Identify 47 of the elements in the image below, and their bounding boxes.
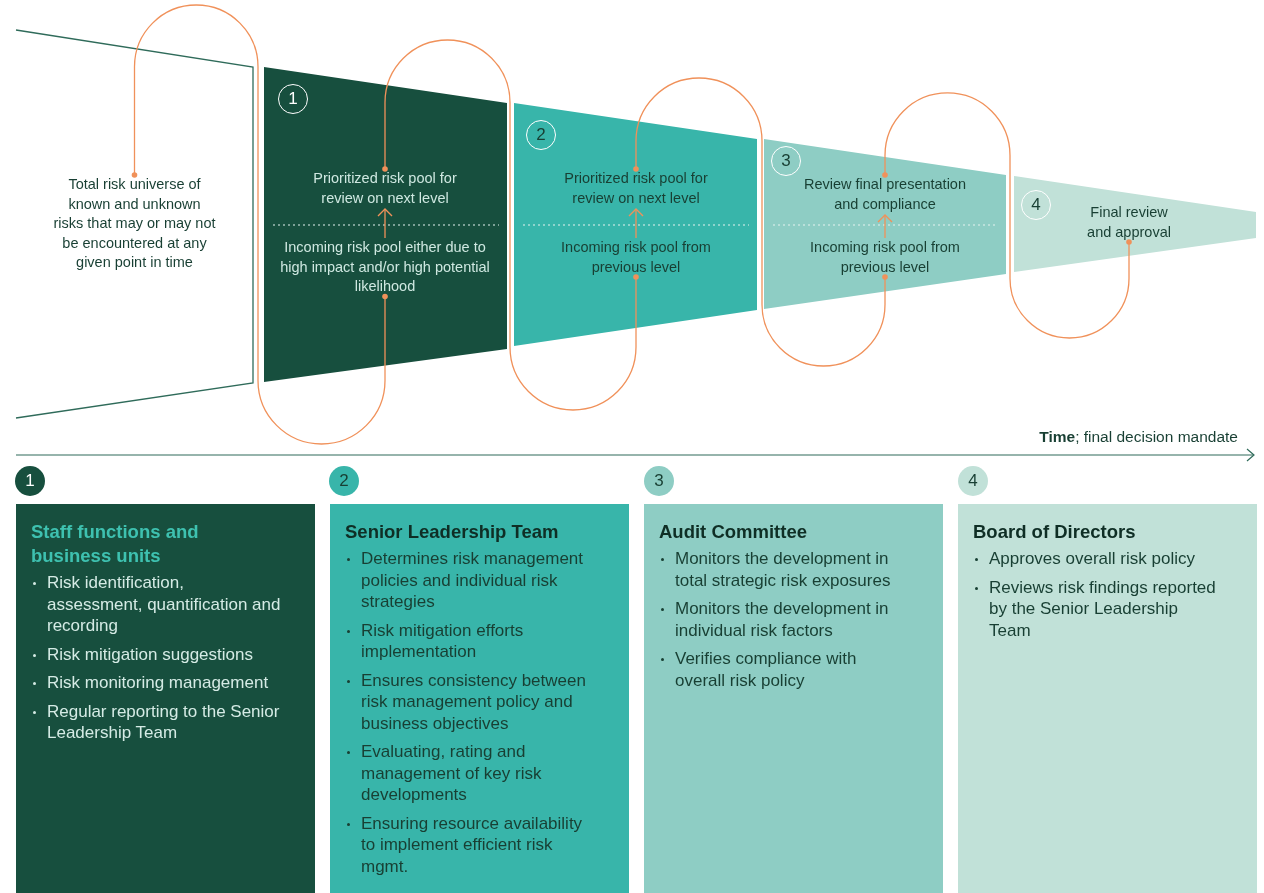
step-number-badge: 3 (644, 466, 674, 496)
card-heading: Staff functions and business units (31, 520, 200, 568)
funnel-label: Incoming risk pool either due to high impact and/or high potential likelihood (275, 238, 495, 297)
bullet-item: Risk mitigation suggestions (31, 643, 281, 665)
funnel-segment (514, 103, 757, 346)
bullet-item: Regular reporting to the Senior Leadership Team (31, 700, 281, 744)
funnel-label: Prioritized risk pool for review on next level (551, 169, 721, 208)
arrow (628, 208, 644, 239)
funnel-segment (1014, 176, 1256, 272)
step-number-badge: 2 (329, 466, 359, 496)
step-number-badge: 4 (958, 466, 988, 496)
bullet-item: Determines risk management policies and individual risk strategies (345, 548, 595, 613)
role-card (330, 504, 629, 893)
loop-connector (131, 4, 388, 445)
arrow (377, 208, 393, 239)
bullet-item: Risk mitigation efforts implementation (345, 619, 595, 663)
arrow (877, 214, 893, 239)
funnel-label: Incoming risk pool from previous level (541, 238, 731, 277)
card-heading: Board of Directors (973, 520, 1137, 544)
funnel-segment (264, 67, 507, 382)
bullet-item: Ensuring resource availability to implement efficient risk mgmt. (345, 812, 595, 877)
funnel-opening (16, 30, 253, 418)
role-card (958, 504, 1257, 893)
funnel-label: Prioritized risk pool for review on next level (300, 169, 470, 208)
funnel-label: Total risk universe of known and unknown risks that may or may not be encountered at any given point in time (52, 175, 217, 273)
bullet-item: Approves overall risk policy (973, 548, 1223, 570)
funnel-label: Review final presentation and compliance (790, 175, 980, 214)
bullet-item: Monitors the development in total strategic risk exposures (659, 548, 909, 591)
role-card (16, 504, 315, 893)
axis-label: Time; final decision mandate (1039, 428, 1238, 446)
loop-connector (633, 77, 888, 367)
bullet-item: Monitors the development in individual risk factors (659, 598, 909, 641)
bullet-item: Reviews risk findings reported by the Senior Leadership Team (973, 576, 1223, 641)
loop-connector (882, 92, 1132, 339)
card-heading: Senior Leadership Team (345, 520, 560, 544)
bullet-item: Risk identification, assessment, quantification and recording (31, 572, 281, 637)
step-number-badge: 1 (15, 466, 45, 496)
role-card (644, 504, 943, 893)
loop-connector (382, 39, 639, 411)
card-heading: Audit Committee (659, 520, 808, 544)
bullet-item: Evaluating, rating and management of key risk developments (345, 741, 595, 806)
bullet-item: Ensures consistency between risk management policy and business objectives (345, 669, 595, 734)
funnel-label: Incoming risk pool from previous level (790, 238, 980, 277)
bullet-item: Verifies compliance with overall risk policy (659, 648, 909, 691)
funnel-segment (764, 139, 1006, 309)
bullet-item: Risk monitoring management (31, 672, 281, 694)
funnel-label: Final review and approval (1079, 203, 1179, 242)
